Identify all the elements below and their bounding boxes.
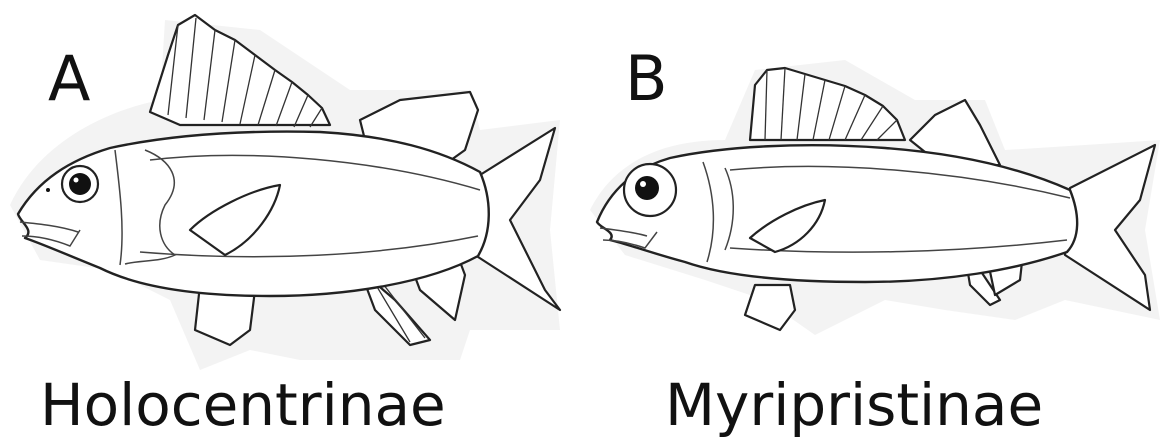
panel-label-b: B bbox=[625, 48, 668, 110]
caption-myripristinae: Myripristinae bbox=[665, 376, 1043, 434]
panel-myripristinae: B Myripristinae bbox=[585, 0, 1165, 444]
panel-holocentrinae: A Holocentrinae bbox=[0, 0, 585, 444]
caption-holocentrinae: Holocentrinae bbox=[40, 376, 446, 434]
myripristinae-fish-icon bbox=[585, 0, 1165, 380]
panel-label-a: A bbox=[48, 48, 90, 110]
